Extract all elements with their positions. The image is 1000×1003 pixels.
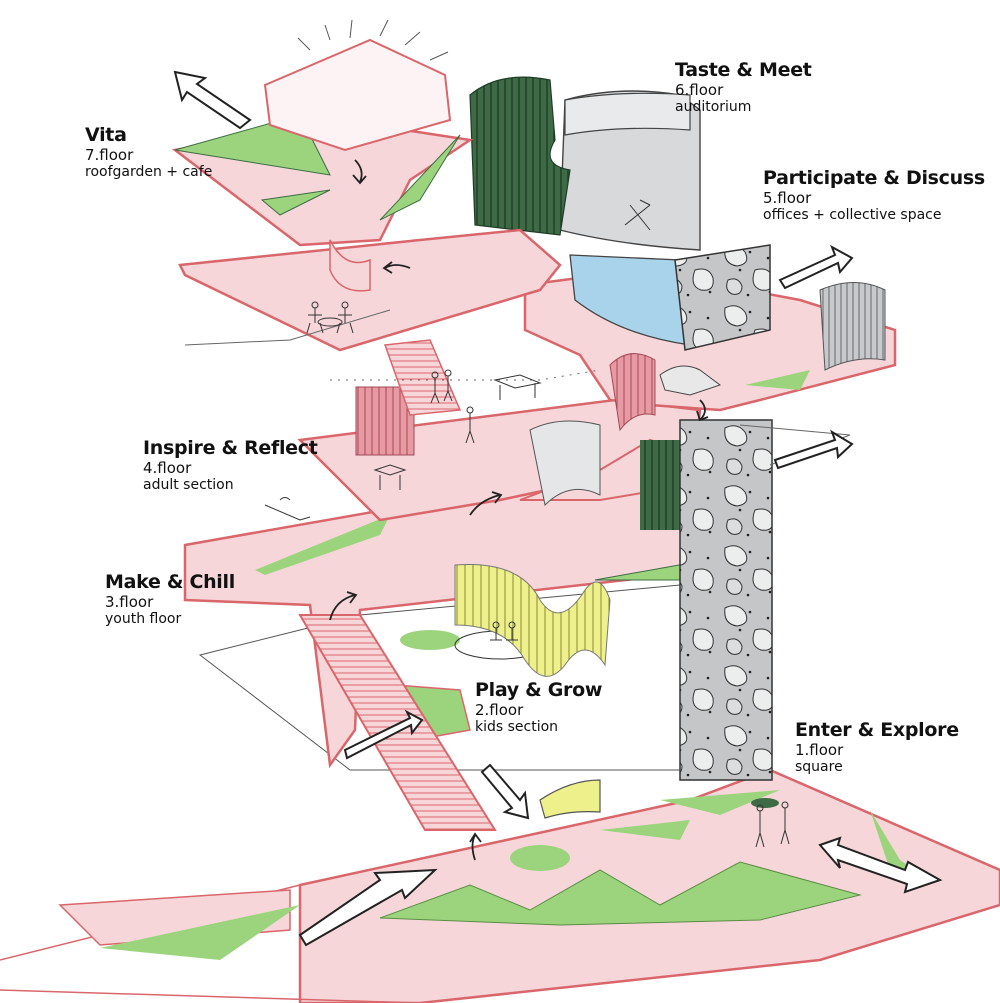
- label-floor: 1.floor: [795, 740, 844, 759]
- label-floor: 6.floor: [675, 80, 724, 99]
- label-floor-5: Participate & Discuss 5.floor offices + …: [763, 168, 985, 223]
- label-floor: 4.floor: [143, 458, 192, 477]
- label-floor: 7.floor: [85, 145, 134, 164]
- climbing-wall: [674, 244, 773, 781]
- label-floor: 2.floor: [475, 700, 524, 719]
- floor-1-plate: [0, 768, 1000, 1003]
- yellow-curtain: [454, 563, 611, 677]
- floor-labels: Vita 7.floor roofgarden + cafe Taste & M…: [85, 60, 985, 775]
- label-floor-7: Vita 7.floor roofgarden + cafe: [85, 125, 212, 180]
- label-floor-1: Enter & Explore 1.floor square: [795, 720, 959, 775]
- label-floor-4: Inspire & Reflect 4.floor adult section: [143, 438, 318, 493]
- small-arrows: [329, 159, 709, 861]
- movement-arrows: [173, 70, 943, 947]
- label-floor: 5.floor: [763, 188, 812, 207]
- label-desc: auditorium: [675, 99, 752, 116]
- floor-6-auditorium: [469, 76, 701, 251]
- floor-1-green-patches: [100, 790, 930, 960]
- stairs-ground: [298, 614, 497, 831]
- label-desc: roofgarden + cafe: [85, 164, 213, 181]
- label-title: Vita: [85, 125, 127, 146]
- label-desc: square: [795, 759, 843, 776]
- label-title: Make & Chill: [105, 572, 235, 593]
- label-title: Enter & Explore: [795, 720, 959, 741]
- stairs-upper: [383, 339, 462, 416]
- people-sketches: [306, 199, 790, 848]
- label-title: Inspire & Reflect: [143, 438, 318, 459]
- label-desc: offices + collective space: [763, 207, 942, 224]
- label-desc: adult section: [143, 477, 234, 494]
- label-floor-6: Taste & Meet 6.floor auditorium: [675, 60, 812, 115]
- floor-7-plate: [171, 19, 562, 352]
- label-desc: kids section: [475, 719, 559, 736]
- label-floor-2: Play & Grow 2.floor kids section: [475, 680, 602, 735]
- label-title: Taste & Meet: [675, 60, 812, 81]
- label-title: Play & Grow: [475, 680, 603, 701]
- label-floor-3: Make & Chill 3.floor youth floor: [105, 572, 235, 627]
- floor-5-furniture: [569, 254, 886, 432]
- label-desc: youth floor: [105, 611, 182, 628]
- label-floor: 3.floor: [105, 592, 154, 611]
- reception-desk: [539, 779, 601, 819]
- label-title: Participate & Discuss: [763, 168, 985, 189]
